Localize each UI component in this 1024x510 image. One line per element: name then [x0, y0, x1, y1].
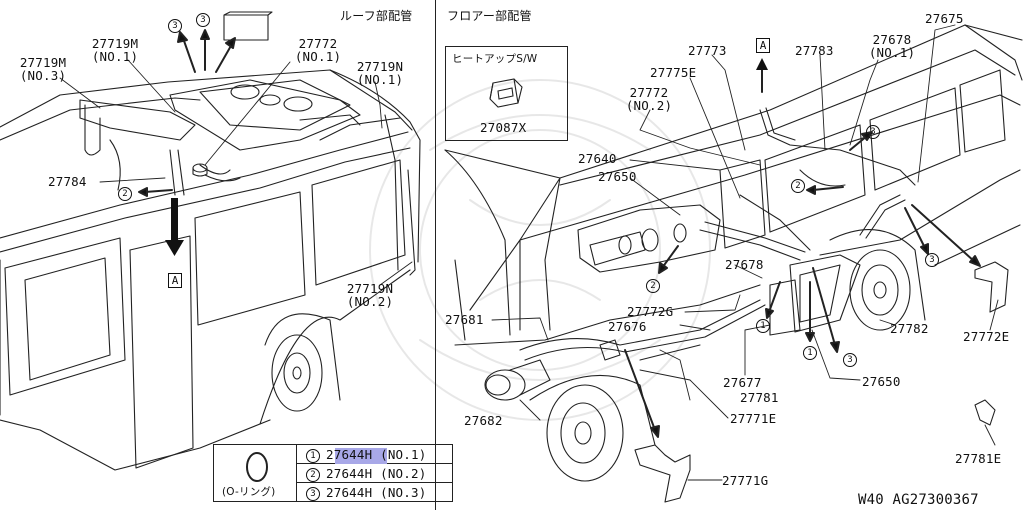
callout-1-a: 1 [756, 318, 776, 333]
callout-3-d: 3 [925, 252, 945, 267]
part-label-27640: 27640 [578, 151, 617, 166]
callout-3-c: 3 [843, 352, 863, 367]
part-label-27781e: 27781E [955, 451, 1002, 466]
part-label-27719m-no3: 27719M(NO.3) [19, 55, 67, 83]
section-marker-a-right: A [756, 38, 770, 53]
diagram-code: W40 AG27300367 [858, 492, 979, 508]
roof-section-title: ルーフ部配管 [340, 9, 413, 23]
part-label-27772g: 27772G [627, 304, 674, 319]
right-leaders [491, 24, 999, 481]
right-arrows [624, 58, 981, 438]
part-label-27650-top: 27650 [598, 169, 637, 184]
o-ring-label: (O-リング) [222, 486, 276, 498]
part-label-27773: 27773 [688, 43, 727, 58]
part-label-27784: 27784 [48, 174, 87, 189]
callout-3-b: 3 [196, 12, 216, 27]
callout-3-a: 3 [168, 18, 188, 33]
callout-1-b: 1 [803, 345, 823, 360]
callout-2-heater: 2 [646, 278, 666, 293]
part-label-27772-no2: 27772(NO.2) [625, 85, 673, 113]
part-label-27781: 27781 [740, 390, 779, 405]
highlighted-part [335, 448, 387, 464]
section-marker-a-left: A [168, 273, 182, 288]
part-label-27650-bottom: 27650 [862, 374, 901, 389]
floor-section-title: フロアー部配管 [447, 9, 532, 23]
o-ring-icon [246, 452, 268, 482]
part-label-27771g: 27771G [722, 473, 769, 488]
part-label-27771e: 27771E [730, 411, 777, 426]
callout-2-roof-right: 2 [791, 178, 811, 193]
part-label-27719m-no1: 27719M(NO.1) [91, 36, 139, 64]
big-down-arrow-left [165, 198, 184, 256]
right-bus-body [444, 24, 1023, 482]
part-label-27677: 27677 [723, 375, 762, 390]
bracket-27772e [974, 261, 1009, 313]
callout-3-roof-right: 3 [866, 124, 886, 139]
callout-2-left: 2 [118, 186, 138, 201]
part-label-27775e: 27775E [650, 65, 697, 80]
part-label-27783: 27783 [795, 43, 834, 58]
switch-icon [489, 78, 523, 108]
part-label-27782: 27782 [890, 321, 929, 336]
part-label-27675: 27675 [925, 11, 964, 26]
part-label-27719n-no2: 27719N(NO.2) [346, 281, 394, 309]
part-label-27678-no1: 27678(NO.1) [868, 32, 916, 60]
part-label-27676: 27676 [608, 319, 647, 334]
heat-up-switch-inset: ヒートアップS/W 27087X [445, 46, 568, 141]
left-leaders [59, 59, 413, 286]
inset-title: ヒートアップS/W [452, 53, 538, 65]
section-divider [435, 0, 436, 510]
inset-part-27087x: 27087X [480, 120, 527, 135]
left-bus-body [0, 11, 421, 471]
part-label-27719n-no1: 27719N(NO.1) [356, 59, 404, 87]
part-label-27681: 27681 [445, 312, 484, 327]
part-label-27772e: 27772E [963, 329, 1010, 344]
part-label-27772-no1: 27772(NO.1) [294, 36, 342, 64]
part-label-27678: 27678 [725, 257, 764, 272]
clip-27781e [974, 399, 996, 426]
part-label-27682: 27682 [464, 413, 503, 428]
left-arrows [138, 29, 236, 197]
bracket-27771g [634, 444, 691, 503]
